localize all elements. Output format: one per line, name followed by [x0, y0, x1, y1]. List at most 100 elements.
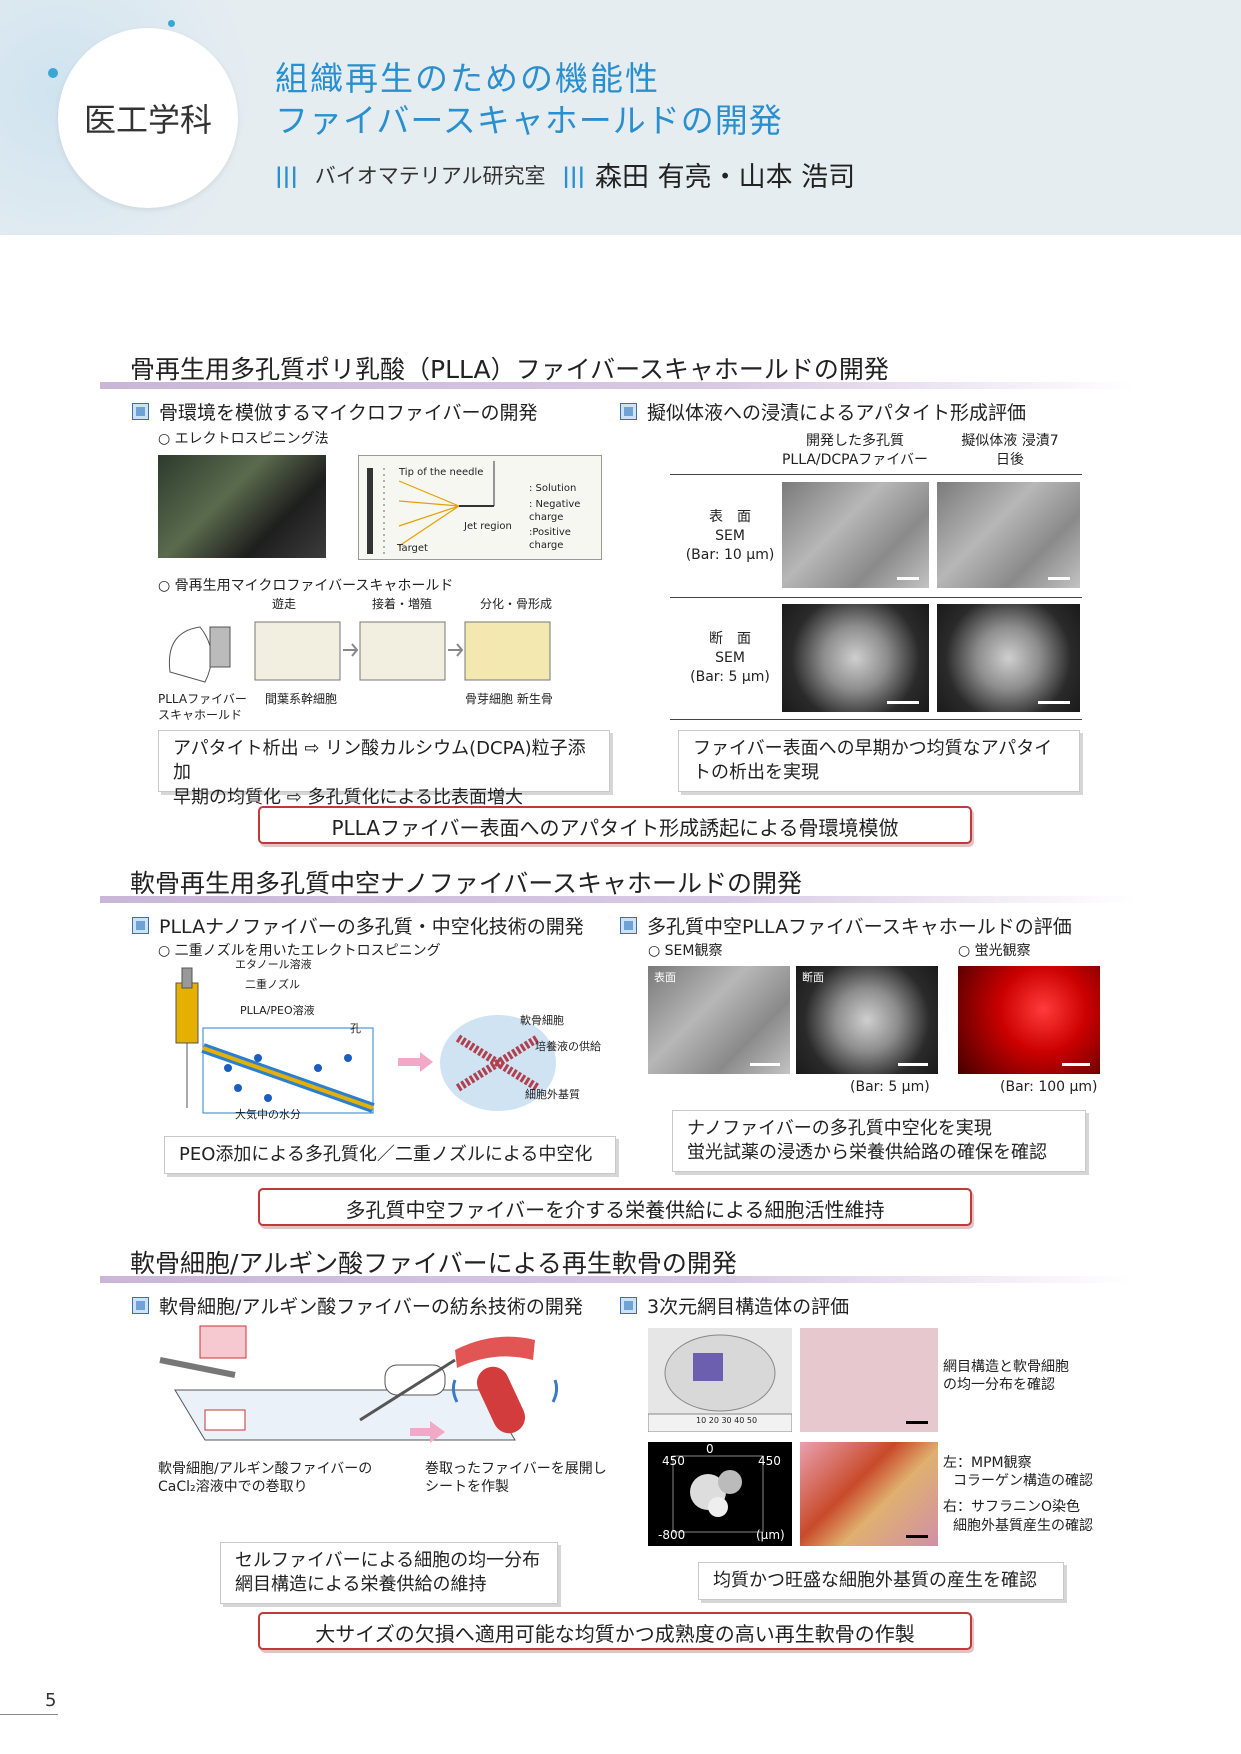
mpm-render [672, 1455, 764, 1533]
bullet-sem: SEM観察 [648, 940, 723, 960]
subtitle-text: 軟骨細胞/アルギン酸ファイバーの紡糸技術の開発 [159, 1296, 583, 1318]
square-bullet-icon [132, 403, 149, 420]
section1-left-summary: アパタイト析出 ⇨ リン酸カルシウム(DCPA)粒子添加 早期の均質化 ⇨ 多孔… [158, 730, 610, 808]
summary-line: ナノファイバーの多孔質中空化を実現 [687, 1118, 992, 1139]
bar-label: (Bar: 5 μm) [850, 1079, 930, 1095]
page-number-rule [0, 1714, 58, 1715]
bar-label: (Bar: 100 μm) [1000, 1079, 1098, 1095]
row-name: 断 面 [709, 631, 751, 647]
sem-surface-after [937, 482, 1080, 588]
section2-left-subtitle: PLLAナノファイバーの多孔質・中空化技術の開発 [132, 912, 584, 939]
label-ethanol: エタノール溶液 [235, 958, 312, 971]
summary-line: 網目構造による栄養供給の維持 [235, 1574, 487, 1596]
section3-left-subtitle: 軟骨細胞/アルギン酸ファイバーの紡糸技術の開発 [132, 1292, 583, 1319]
mpm-axis-label: (μm) [756, 1528, 785, 1542]
section3-conclusion: 大サイズの欠損へ適用可能な均質かつ成熟度の高い再生軟骨の作製 [258, 1612, 972, 1650]
label-target: Target [397, 543, 428, 554]
section1-title: 骨再生用多孔質ポリ乳酸（PLLA）ファイバースキャホールドの開発 [130, 355, 889, 384]
dish-photo: 10 20 30 40 50 [647, 1328, 793, 1433]
section2-left-summary: PEO添加による多孔質化／二重ノズルによる中空化 [164, 1136, 616, 1174]
section3-title: 軟骨細胞/アルギン酸ファイバーによる再生軟骨の開発 [130, 1249, 737, 1278]
summary-line: 蛍光試薬の浸透から栄養供給路の確保を確認 [687, 1142, 1047, 1164]
row-bar: (Bar: 5 μm) [690, 668, 770, 685]
decor-dot [168, 20, 175, 27]
row-name: 表 面 [709, 509, 751, 525]
stage-label-migration: 遊走 [272, 597, 297, 611]
label-positive: :Positive charge [529, 527, 571, 551]
square-bullet-icon [132, 1297, 149, 1314]
sem-section-after [937, 604, 1080, 712]
lab-bars: ||| [562, 164, 586, 188]
table-rule [670, 474, 1082, 475]
department-badge: 医工学科 [58, 28, 238, 208]
section1-left-subtitle: 骨環境を模倣するマイクロファイバーの開発 [132, 398, 537, 425]
mpm-axis-label: 0 [706, 1442, 714, 1456]
caption-line: 巻取ったファイバーを展開し [425, 1461, 607, 1477]
section2-rule [100, 896, 1135, 903]
image-label: 断面 [802, 971, 824, 984]
subtitle-text: 多孔質中空PLLAファイバースキャホールドの評価 [647, 916, 1072, 938]
label-pore: 孔 [350, 1022, 361, 1035]
electrospinning-diagram: Tip of the needle : Solution : Negative … [358, 455, 602, 560]
sem-section-before [782, 604, 929, 712]
row-bar: (Bar: 10 μm) [685, 546, 775, 563]
note-line: 右：サフラニンO染色 [943, 1499, 1081, 1516]
label-water: 大気中の水分 [235, 1108, 301, 1121]
subtitle-text: 擬似体液への浸漬によるアパタイト形成評価 [647, 402, 1027, 424]
section2-right-subtitle: 多孔質中空PLLAファイバースキャホールドの評価 [620, 912, 1072, 939]
safranin-image [800, 1442, 938, 1546]
mpm-image: 0 450 450 -800 (μm) [648, 1442, 792, 1546]
image-label: 表面 [654, 971, 676, 984]
dish-illustration [647, 1334, 793, 1433]
subtitle-text: 骨環境を模倣するマイクロファイバーの開発 [159, 402, 538, 424]
page-number: 5 [45, 1690, 57, 1711]
electrospinning-schematic [367, 461, 495, 554]
note-network: 網目構造と軟骨細胞 の均一分布を確認 [943, 1358, 1069, 1394]
caption-winding: 軟骨細胞/アルギン酸ファイバーの CaCl₂溶液中での巻取り [158, 1460, 372, 1496]
summary-line: セルファイバーによる細胞の均一分布 [235, 1550, 541, 1571]
note-line: の均一分布を確認 [943, 1377, 1055, 1394]
label-chondrocyte: 軟骨細胞 [520, 1014, 564, 1027]
label-nozzle: 二重ノズル [245, 978, 300, 991]
row-surface: 表 面 SEM (Bar: 10 μm) [680, 508, 780, 565]
subtitle-text: PLLAナノファイバーの多孔質・中空化技術の開発 [159, 916, 584, 938]
caption-line: CaCl₂溶液中での巻取り [158, 1479, 308, 1496]
row-method: SEM [715, 527, 745, 544]
section2-conclusion: 多孔質中空ファイバーを介する栄養供給による細胞活性維持 [258, 1188, 972, 1226]
sem-hollow-surface: 表面 [648, 966, 790, 1074]
summary-line: アパタイト析出 ⇨ リン酸カルシウム(DCPA)粒子添加 [173, 738, 586, 784]
square-bullet-icon [620, 403, 637, 420]
microscope-image [800, 1328, 938, 1432]
row-method: SEM [715, 649, 745, 666]
sem-surface-before [782, 482, 929, 588]
note-staining: 左：MPM観察 コラーゲン構造の確認 右：サフラニンO染色 細胞外基質産生の確認 [943, 1454, 1093, 1535]
fluorescence-image [958, 966, 1100, 1074]
department-label: 医工学科 [83, 101, 212, 139]
label-tip: Tip of the needle [399, 467, 484, 478]
ruler-text: 10 20 30 40 50 [696, 1416, 758, 1425]
lab-bars: ||| [275, 164, 299, 188]
bullet-double-nozzle: 二重ノズルを用いたエレクトロスピニング [158, 940, 441, 960]
square-bullet-icon [620, 917, 637, 934]
table-rule [670, 597, 1082, 598]
decor-dot [48, 68, 58, 78]
section3-right-subtitle: 3次元網目構造体の評価 [620, 1292, 849, 1319]
section2-right-summary: ナノファイバーの多孔質中空化を実現 蛍光試薬の浸透から栄養供給路の確保を確認 [672, 1110, 1086, 1172]
caption-line: シートを作製 [425, 1479, 509, 1496]
bullet-electrospinning: エレクトロスピニング法 [158, 428, 329, 448]
note-line: 網目構造と軟骨細胞 [943, 1359, 1069, 1375]
label-msc: 間葉系幹細胞 [265, 692, 338, 706]
stage-label-differentiation: 分化・骨形成 [480, 597, 553, 611]
square-bullet-icon [620, 1297, 637, 1314]
section1-right-summary: ファイバー表面への早期かつ均質なアパタイトの析出を実現 [678, 730, 1080, 792]
sem-hollow-section: 断面 [796, 966, 938, 1074]
caption-line: 軟骨細胞/アルギン酸ファイバーの [158, 1461, 373, 1477]
summary-line: 早期の均質化 ⇨ 多孔質化による比表面増大 [173, 786, 523, 808]
section1-rule [100, 382, 1135, 389]
bullet-fluorescence: 蛍光観察 [958, 940, 1031, 960]
caption-sheet: 巻取ったファイバーを展開し シートを作製 [425, 1460, 607, 1496]
mpm-axis-label: -800 [658, 1528, 686, 1542]
label-solution: : Solution [529, 483, 577, 494]
page-title-line1: 組織再生のための機能性 [275, 59, 660, 98]
mpm-axis-label: 450 [758, 1454, 781, 1468]
